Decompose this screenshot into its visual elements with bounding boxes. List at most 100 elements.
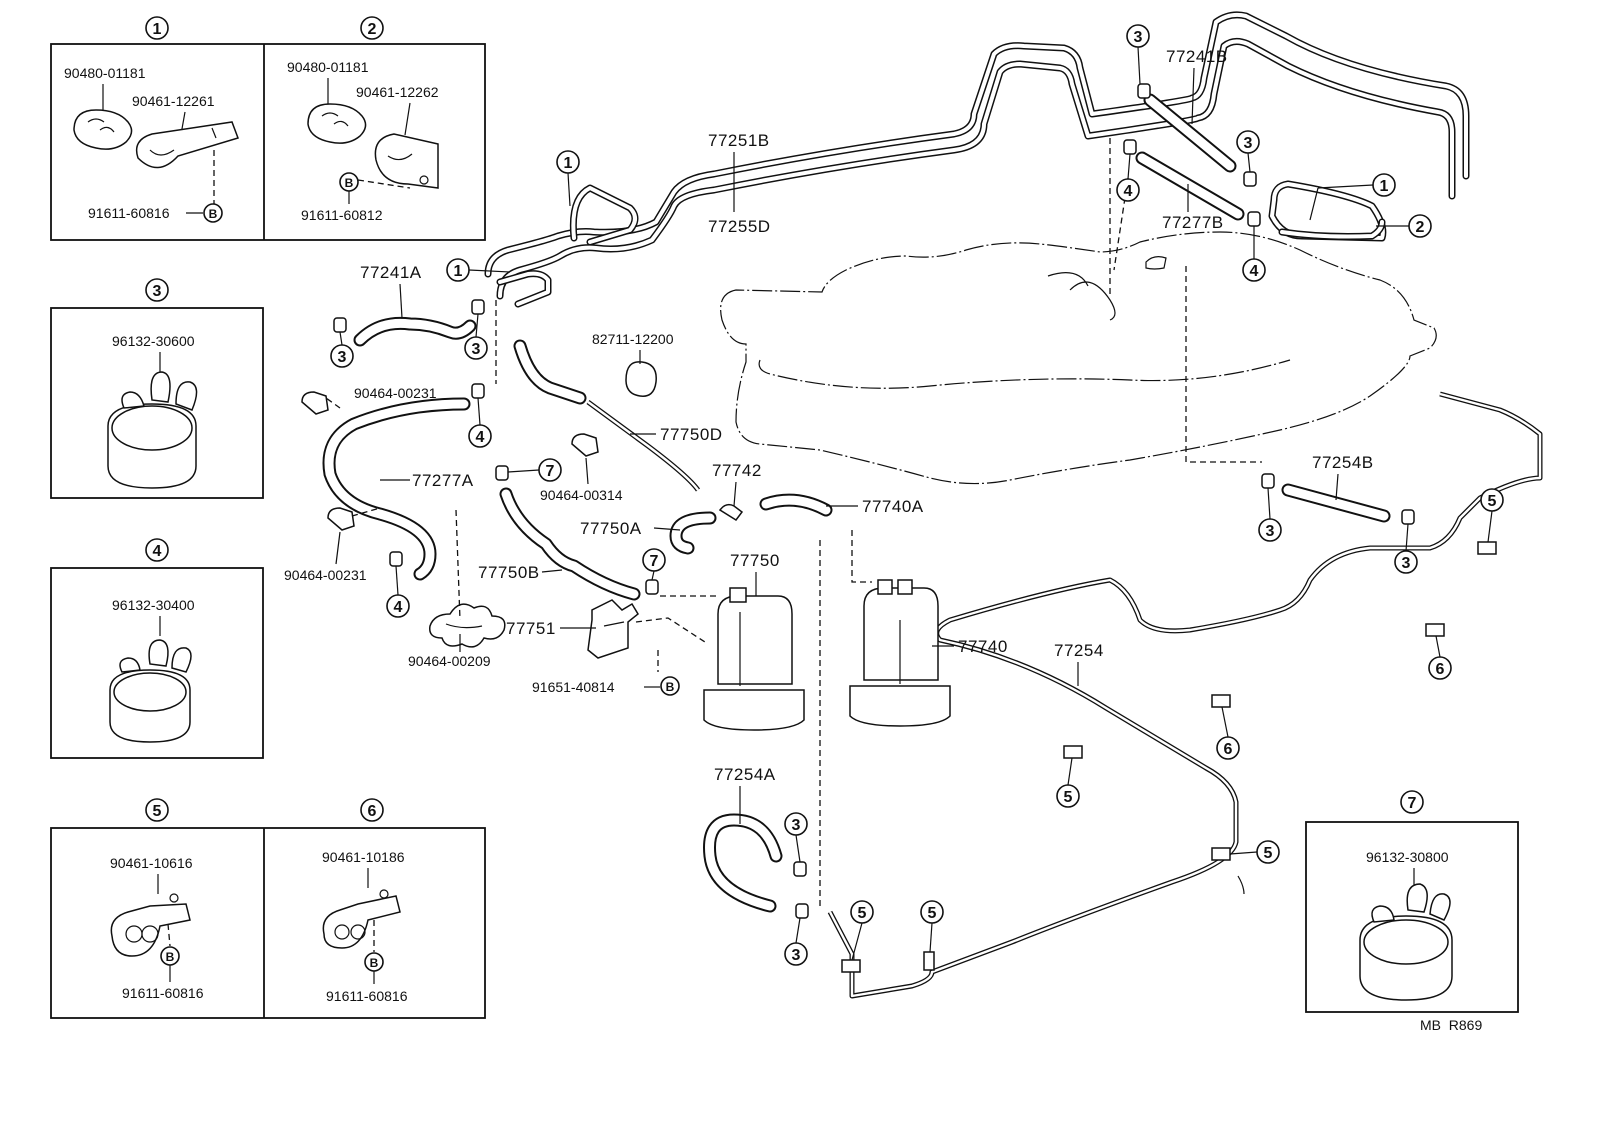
hose-77254A — [703, 813, 783, 913]
detail-7-part-1: 96132-30800 — [1366, 849, 1449, 865]
svg-text:B: B — [345, 176, 354, 190]
svg-text:2: 2 — [1416, 219, 1425, 236]
detail-1-header: 1 — [145, 16, 169, 40]
svg-text:7: 7 — [650, 553, 659, 570]
hose-77750D — [513, 339, 701, 492]
label-77742: 77742 — [712, 461, 762, 480]
detail-1-part-1: 90480-01181 — [64, 65, 146, 81]
label-77251B: 77251B — [708, 131, 770, 150]
fuel-line-upper — [484, 11, 1470, 300]
svg-text:5: 5 — [1264, 845, 1273, 862]
svg-text:4: 4 — [1250, 263, 1259, 280]
canister-77750 — [703, 587, 805, 731]
bolt-ref-icon — [660, 676, 680, 696]
svg-text:3: 3 — [338, 349, 347, 366]
hose-77750B — [499, 487, 641, 601]
hose-77241B — [1143, 93, 1237, 173]
label-77750A: 77750A — [580, 519, 642, 538]
svg-text:3: 3 — [1402, 555, 1411, 572]
bolt-ref-icon — [203, 203, 223, 223]
detail-box-7 — [1305, 821, 1519, 1013]
detail-4-number: 4 — [153, 543, 162, 560]
hose-77254B — [1281, 483, 1391, 523]
detail-6-number: 6 — [368, 803, 377, 820]
hose-clamp-icon — [1359, 883, 1453, 1001]
label-77277A: 77277A — [412, 471, 474, 490]
detail-2-number: 2 — [368, 21, 377, 38]
svg-text:7: 7 — [546, 463, 555, 480]
label-90464-00314: 90464-00314 — [540, 487, 623, 503]
bracket-90464-00209 — [429, 603, 506, 648]
label-90464-00209: 90464-00209 — [408, 653, 491, 669]
detail-2-part-3: 91611-60812 — [301, 207, 383, 223]
label-77740A: 77740A — [862, 497, 924, 516]
svg-text:3: 3 — [1244, 135, 1253, 152]
svg-text:4: 4 — [476, 429, 485, 446]
label-77750D: 77750D — [660, 425, 723, 444]
svg-text:3: 3 — [472, 341, 481, 358]
label-77750: 77750 — [730, 551, 780, 570]
svg-text:3: 3 — [1266, 523, 1275, 540]
cushion-icon — [73, 109, 133, 150]
detail-6-part-1: 90461-10186 — [322, 849, 405, 865]
clamp-bracket-icon — [135, 121, 239, 169]
detail-5-part-2: 91611-60816 — [122, 985, 204, 1001]
svg-text:4: 4 — [1124, 183, 1133, 200]
hose-77750A — [669, 511, 717, 555]
detail-2-part-2: 90461-12262 — [356, 84, 439, 100]
detail-1-number: 1 — [153, 21, 162, 38]
svg-text:1: 1 — [564, 155, 573, 172]
pipe-clamp-icon — [322, 889, 401, 949]
svg-text:1: 1 — [1380, 178, 1389, 195]
label-90464-00231-b: 90464-00231 — [284, 567, 367, 583]
detail-6-header: 6 — [360, 798, 384, 822]
hose-77740A — [759, 493, 833, 517]
pipe-end-left — [496, 270, 552, 308]
detail-4-part-1: 96132-30400 — [112, 597, 195, 613]
svg-text:B: B — [209, 207, 218, 221]
svg-text:B: B — [166, 950, 175, 964]
hose-77241A — [353, 316, 477, 347]
label-82711-12200: 82711-12200 — [592, 331, 674, 347]
detail-3-number: 3 — [153, 283, 162, 300]
label-77740: 77740 — [958, 637, 1008, 656]
label-77751: 77751 — [506, 619, 556, 638]
detail-box-5-6 — [50, 827, 486, 1019]
svg-text:B: B — [666, 680, 675, 694]
pipe-clamp-icon — [110, 893, 191, 957]
hose-clamp-icon — [109, 639, 192, 743]
svg-text:3: 3 — [1134, 29, 1143, 46]
detail-1-part-3: 91611-60816 — [88, 205, 170, 221]
svg-text:3: 3 — [792, 817, 801, 834]
svg-text:5: 5 — [928, 905, 937, 922]
callout-circles: 1 1 1 2 3 3 3 3 3 3 3 3 4 4 4 4 5 5 5 5 … — [330, 24, 1504, 966]
label-90464-00231-a: 90464-00231 — [354, 385, 437, 401]
detail-5-number: 5 — [153, 803, 162, 820]
detail-3-header: 3 — [145, 278, 169, 302]
svg-text:5: 5 — [1064, 789, 1073, 806]
svg-text:6: 6 — [1224, 741, 1233, 758]
cushion-icon — [307, 103, 367, 144]
fuel-line-lower — [827, 391, 1543, 999]
label-77254B: 77254B — [1312, 453, 1374, 472]
hose-clamp-icon — [107, 371, 198, 489]
callout-leaders — [339, 46, 1493, 961]
detail-box-1-2 — [50, 43, 486, 241]
detail-4-header: 4 — [145, 538, 169, 562]
drawing-code: MB R869 — [1420, 1017, 1482, 1033]
detail-6-part-2: 91611-60816 — [326, 988, 408, 1004]
svg-text:4: 4 — [394, 599, 403, 616]
detail-2-header: 2 — [360, 16, 384, 40]
bracket-77751 — [587, 599, 639, 659]
detail-7-header: 7 — [1400, 790, 1424, 814]
svg-text:3: 3 — [792, 947, 801, 964]
label-77254: 77254 — [1054, 641, 1104, 660]
hose-77277A — [322, 397, 471, 581]
label-77241A: 77241A — [360, 263, 422, 282]
part-labels: 77251B 77255D 77241A 77241B 77277B 82711… — [284, 47, 1374, 895]
detail-box-4 — [50, 567, 264, 759]
label-91651-40814: 91651-40814 — [532, 679, 615, 695]
clamp-bracket-icon — [374, 133, 439, 189]
detail-5-header: 5 — [145, 798, 169, 822]
